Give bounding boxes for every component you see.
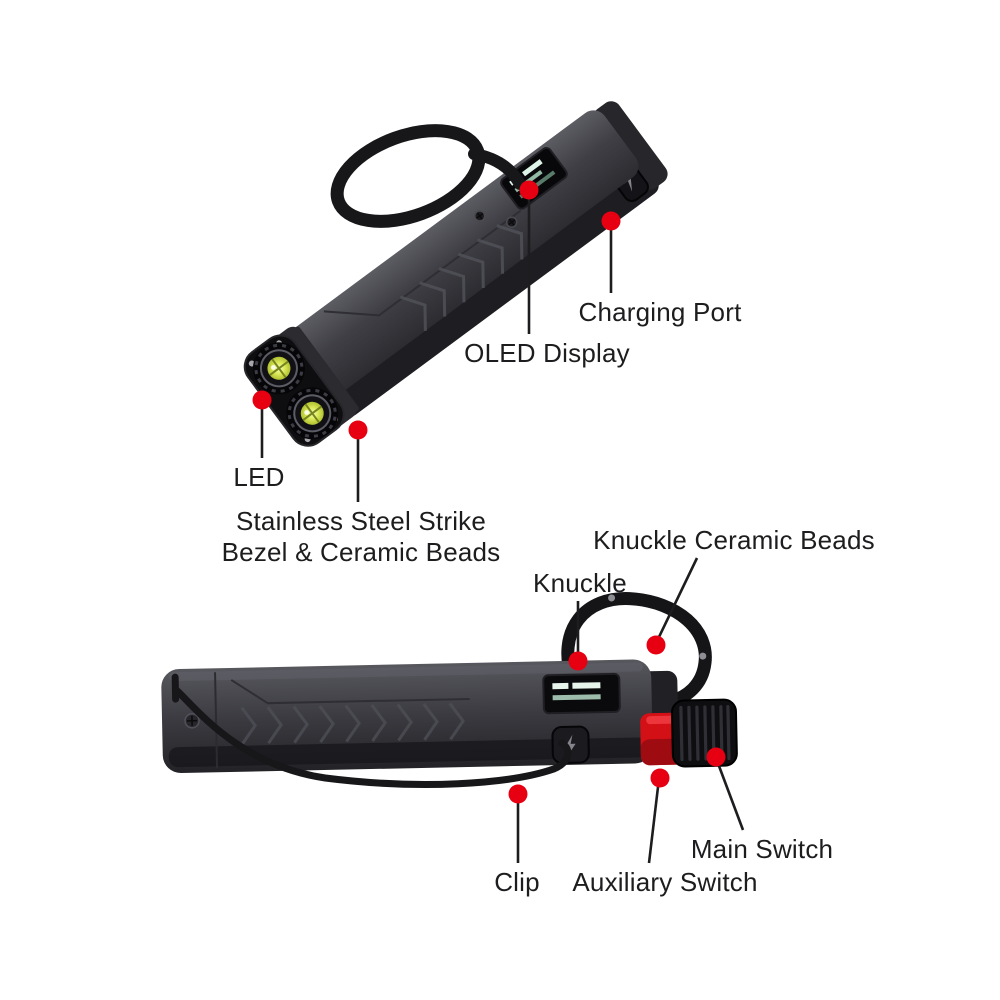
- knuckle-loop: [561, 592, 712, 709]
- tail-cap: [593, 101, 668, 190]
- main-switch-marker: [706, 747, 726, 767]
- head-seam: [214, 672, 219, 769]
- led-emitter: [286, 387, 339, 440]
- label-led: LED: [233, 462, 285, 492]
- label-knuckle: Knuckle: [533, 568, 627, 598]
- clip: [173, 687, 572, 788]
- led-marker: [252, 390, 272, 410]
- label-knuckle-ceramic-beads: Knuckle Ceramic Beads: [593, 525, 875, 555]
- knuckle-marker: [568, 651, 588, 671]
- clip-marker: [508, 784, 528, 804]
- flashlight-head: [243, 326, 357, 447]
- label-strike-bezel-line2: Bezel & Ceramic Beads: [221, 536, 501, 567]
- panel-seam: [230, 679, 470, 705]
- oled-display-marker: [519, 180, 539, 200]
- strike-bezel-marker: [348, 420, 368, 440]
- knuckle-beads-marker: [646, 635, 666, 655]
- label-charging-port: Charging Port: [578, 297, 742, 327]
- knuckle-loop-top: [330, 124, 526, 228]
- label-strike-bezel-line1: Stainless Steel Strike: [235, 506, 487, 536]
- texture-chevrons: [399, 224, 524, 331]
- screws: [473, 210, 518, 228]
- main-switch: [670, 698, 738, 768]
- charging-port-marker: [601, 211, 621, 231]
- texture-chevrons: [240, 702, 465, 745]
- lightning-bolt-icon: [564, 734, 576, 757]
- callout-lines: [260, 199, 745, 864]
- knuckle-bead: [699, 652, 707, 660]
- aux-switch-marker: [650, 768, 670, 788]
- panel-seam: [323, 209, 522, 317]
- body-side-face: [331, 164, 659, 417]
- label-main-switch: Main Switch: [690, 834, 834, 864]
- label-auxiliary-switch: Auxiliary Switch: [572, 867, 758, 897]
- knuckle-bead: [608, 594, 616, 602]
- flashlight-side-view: [161, 592, 738, 788]
- oled-display-side: [542, 672, 621, 715]
- led-emitter: [252, 342, 305, 395]
- bottom-shade: [168, 737, 647, 768]
- label-strike-bezel: Stainless Steel Strike Bezel & Ceramic B…: [222, 506, 501, 567]
- flashlight-top-view: [243, 101, 668, 447]
- label-clip: Clip: [494, 867, 540, 897]
- screw: [184, 712, 200, 729]
- label-oled-display: OLED Display: [464, 338, 630, 368]
- top-edge-highlight: [169, 662, 644, 682]
- callout-markers: [252, 180, 726, 804]
- charging-port-cover: [551, 725, 590, 765]
